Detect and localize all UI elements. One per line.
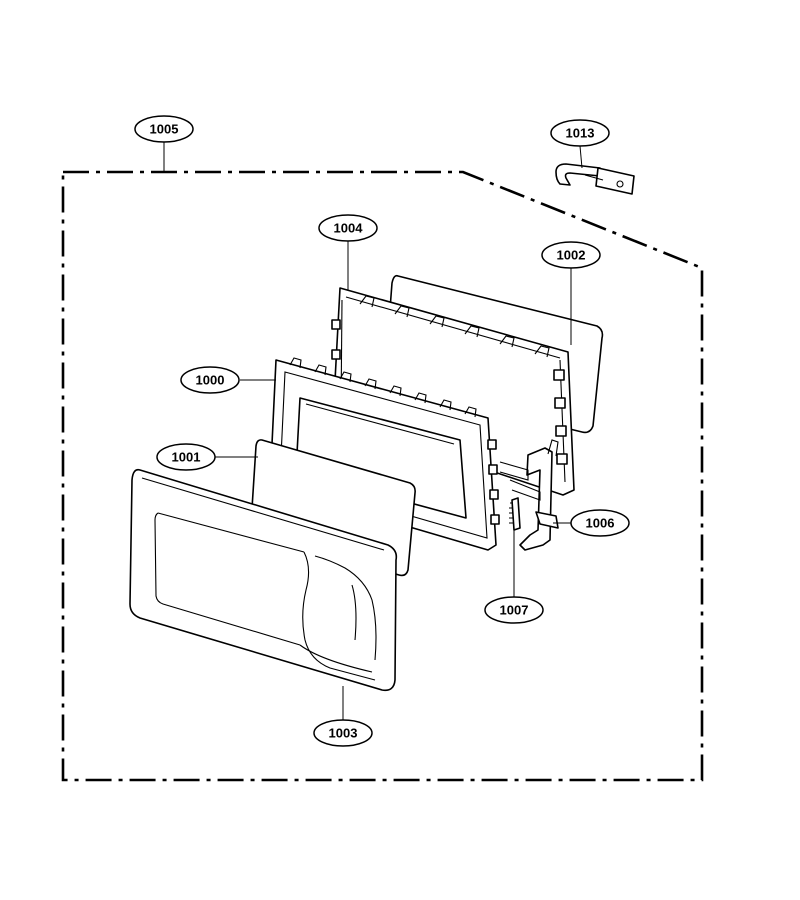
part-1006-latch — [499, 439, 559, 551]
part-1003-door-front — [129, 468, 398, 692]
callout-1013: 1013 — [550, 119, 610, 147]
callout-1002: 1002 — [541, 241, 601, 269]
svg-text:1005: 1005 — [150, 122, 179, 137]
svg-text:1002: 1002 — [557, 248, 586, 263]
callout-1004: 1004 — [318, 214, 378, 242]
callout-1003: 1003 — [313, 719, 373, 747]
part-1007-spring — [509, 497, 521, 531]
callout-1000: 1000 — [180, 366, 240, 394]
svg-text:1003: 1003 — [329, 726, 358, 741]
callout-1007: 1007 — [484, 596, 544, 624]
svg-text:1000: 1000 — [196, 373, 225, 388]
callout-1005: 1005 — [134, 115, 194, 143]
svg-text:1006: 1006 — [586, 516, 615, 531]
callout-1006: 1006 — [570, 509, 630, 537]
callout-1001: 1001 — [156, 443, 216, 471]
part-1013-bracket — [555, 163, 635, 195]
svg-text:1013: 1013 — [566, 126, 595, 141]
svg-text:1001: 1001 — [172, 450, 201, 465]
part-1004-door-frame — [331, 287, 575, 496]
leader-1013 — [579, 145, 583, 169]
svg-text:1004: 1004 — [334, 221, 364, 236]
assembly-boundary — [61, 170, 704, 782]
svg-text:1007: 1007 — [500, 603, 529, 618]
